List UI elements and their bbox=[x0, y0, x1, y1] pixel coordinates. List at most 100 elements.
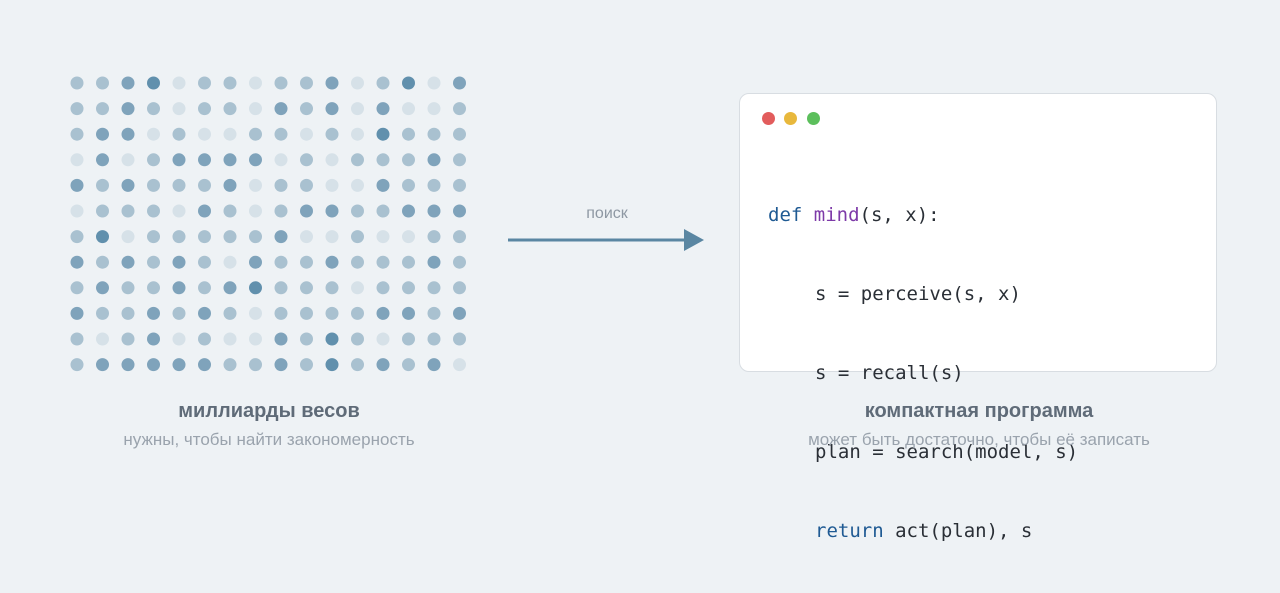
weight-dot bbox=[453, 332, 466, 346]
weight-dot bbox=[147, 255, 160, 269]
weight-dot bbox=[198, 153, 211, 167]
weight-dot bbox=[223, 153, 237, 167]
weight-dot bbox=[325, 358, 339, 372]
weight-dot bbox=[198, 255, 211, 269]
search-arrow-icon bbox=[508, 229, 704, 251]
weight-dot bbox=[325, 127, 339, 141]
weight-dot bbox=[96, 358, 109, 372]
weight-dot bbox=[427, 76, 441, 90]
weight-dot bbox=[172, 230, 186, 244]
weight-dot bbox=[96, 153, 109, 167]
weight-dot bbox=[223, 255, 237, 269]
weight-dot bbox=[300, 102, 313, 116]
program-title: компактная программа bbox=[864, 400, 1094, 422]
weight-dot bbox=[198, 127, 211, 141]
weights-title: миллиарды весов bbox=[178, 400, 360, 422]
weight-dot bbox=[351, 153, 364, 167]
weight-dot bbox=[70, 306, 84, 320]
weight-dot bbox=[376, 153, 390, 167]
weight-dot bbox=[300, 306, 313, 320]
weight-dot bbox=[402, 230, 415, 244]
weight-dot bbox=[223, 306, 237, 320]
weight-dot bbox=[325, 230, 339, 244]
weight-dot bbox=[172, 178, 186, 192]
weight-dot bbox=[172, 127, 186, 141]
weight-dot bbox=[121, 230, 135, 244]
weight-dot bbox=[453, 306, 466, 320]
weight-dot bbox=[453, 255, 466, 269]
weight-dot bbox=[96, 127, 109, 141]
code-window: def mind(s, x): s = perceive(s, x) s = r… bbox=[739, 93, 1217, 542]
weight-dot bbox=[249, 127, 262, 141]
weight-dot bbox=[453, 76, 466, 90]
weight-dot bbox=[300, 153, 313, 167]
weight-dot bbox=[172, 281, 186, 295]
weight-dot bbox=[300, 255, 313, 269]
weight-dot bbox=[453, 230, 466, 244]
weight-dot bbox=[325, 332, 339, 346]
weight-dot bbox=[427, 230, 441, 244]
weight-dot bbox=[274, 127, 288, 141]
weight-dot bbox=[274, 204, 288, 218]
weight-dot bbox=[274, 102, 288, 116]
weight-dot bbox=[121, 127, 135, 141]
window-maximize-dot-icon bbox=[807, 112, 820, 125]
weight-dot bbox=[172, 358, 186, 372]
weight-dot bbox=[198, 306, 211, 320]
weight-dot bbox=[376, 281, 390, 295]
weight-dot bbox=[453, 127, 466, 141]
weights-subtitle: нужны, чтобы найти закономерность bbox=[123, 430, 415, 449]
weight-dot bbox=[351, 255, 364, 269]
weight-dot bbox=[121, 76, 135, 90]
weight-dot bbox=[70, 255, 84, 269]
weight-dot bbox=[300, 76, 313, 90]
weight-dot bbox=[402, 306, 415, 320]
weight-dot bbox=[274, 230, 288, 244]
weight-dot bbox=[70, 358, 84, 372]
weight-dot bbox=[376, 127, 390, 141]
weight-dot bbox=[274, 255, 288, 269]
weight-dot bbox=[223, 281, 237, 295]
program-caption: компактная программа может быть достаточ… bbox=[739, 399, 1219, 451]
weight-dot bbox=[402, 281, 415, 295]
weight-dot bbox=[427, 306, 441, 320]
weight-dot bbox=[351, 204, 364, 218]
weight-dot bbox=[300, 127, 313, 141]
weight-dot bbox=[427, 204, 441, 218]
weight-dot bbox=[300, 358, 313, 372]
weight-dot bbox=[376, 204, 390, 218]
weight-dot bbox=[198, 178, 211, 192]
weight-dot bbox=[70, 332, 84, 346]
weight-dot bbox=[402, 332, 415, 346]
weight-dot bbox=[376, 178, 390, 192]
weight-dot bbox=[121, 178, 135, 192]
weight-dot bbox=[96, 178, 109, 192]
weight-dot bbox=[427, 358, 441, 372]
weight-dot bbox=[274, 332, 288, 346]
weight-dot bbox=[223, 230, 237, 244]
weight-dot bbox=[223, 358, 237, 372]
weight-dot bbox=[223, 76, 237, 90]
weight-dot bbox=[325, 281, 339, 295]
weight-dot bbox=[223, 127, 237, 141]
weight-dot bbox=[249, 281, 262, 295]
weight-dot bbox=[249, 230, 262, 244]
weight-dot bbox=[96, 332, 109, 346]
weight-dot bbox=[172, 332, 186, 346]
weight-dot bbox=[172, 102, 186, 116]
weight-dot bbox=[147, 76, 160, 90]
weight-dot bbox=[121, 306, 135, 320]
weight-dot bbox=[223, 102, 237, 116]
weight-dot bbox=[198, 204, 211, 218]
code-params: (s, x): bbox=[859, 204, 940, 226]
program-subtitle: может быть достаточно, чтобы её записать bbox=[808, 430, 1150, 449]
weight-dot bbox=[249, 102, 262, 116]
weight-dot bbox=[198, 281, 211, 295]
weight-dot bbox=[351, 127, 364, 141]
weight-dot bbox=[147, 178, 160, 192]
weight-dot bbox=[274, 358, 288, 372]
weight-dot bbox=[70, 204, 84, 218]
weight-dot bbox=[351, 178, 364, 192]
weight-dot bbox=[147, 281, 160, 295]
weight-dot bbox=[402, 204, 415, 218]
